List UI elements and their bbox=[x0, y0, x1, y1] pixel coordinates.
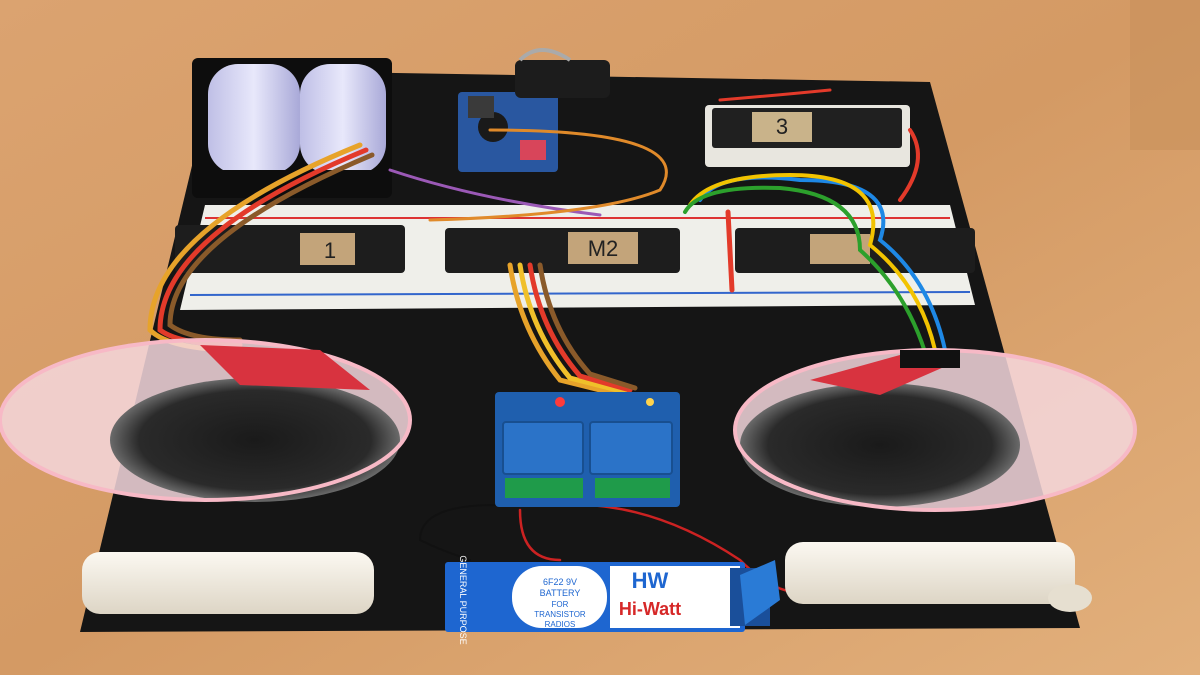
relay-2 bbox=[589, 421, 673, 475]
lithium-cell-1 bbox=[208, 64, 300, 174]
module-1-label: 1 bbox=[324, 238, 336, 263]
nodemcu-module-right bbox=[735, 228, 975, 273]
relay-led-yellow bbox=[646, 398, 654, 406]
module-2-label: M2 bbox=[588, 236, 619, 261]
battery-line3-label: RADIOS bbox=[545, 620, 576, 629]
module-3-label: 3 bbox=[776, 114, 788, 139]
nodemcu-module-2: M2 bbox=[445, 228, 680, 273]
right-water-pump bbox=[785, 542, 1092, 612]
relay-1 bbox=[502, 421, 584, 475]
left-water-cup bbox=[0, 338, 412, 502]
left-moisture-sensor bbox=[200, 345, 370, 390]
table-edge bbox=[1130, 0, 1200, 150]
9v-battery: GENERAL PURPOSE 6F22 9V BATTERY FOR TRAN… bbox=[445, 555, 770, 645]
battery-brand-logo: HW bbox=[632, 568, 669, 593]
relay-module bbox=[495, 392, 680, 507]
lithium-cell-2 bbox=[300, 64, 386, 174]
nodemcu-module-3: 3 bbox=[705, 105, 910, 167]
left-water-pump bbox=[82, 552, 374, 614]
battery-name-label: Hi-Watt bbox=[619, 599, 681, 619]
battery-kind-label: BATTERY bbox=[540, 588, 581, 598]
relay-led-red bbox=[555, 397, 565, 407]
battery-side-label: GENERAL PURPOSE bbox=[458, 555, 468, 644]
battery-type-label: 6F22 9V bbox=[543, 577, 577, 587]
battery-clip bbox=[740, 560, 780, 625]
battery-line1-label: FOR bbox=[552, 600, 569, 609]
nodemcu-module-1: 1 bbox=[175, 225, 405, 273]
terminal-block-1 bbox=[505, 478, 583, 498]
buck-converter-module bbox=[458, 92, 558, 172]
terminal-block-2 bbox=[595, 478, 670, 498]
top-wire-gray bbox=[518, 48, 572, 62]
capacitor bbox=[515, 60, 610, 98]
right-water-cup bbox=[733, 348, 1137, 512]
right-moisture-sensor bbox=[810, 350, 960, 395]
battery-line2-label: TRANSISTOR bbox=[534, 610, 586, 619]
